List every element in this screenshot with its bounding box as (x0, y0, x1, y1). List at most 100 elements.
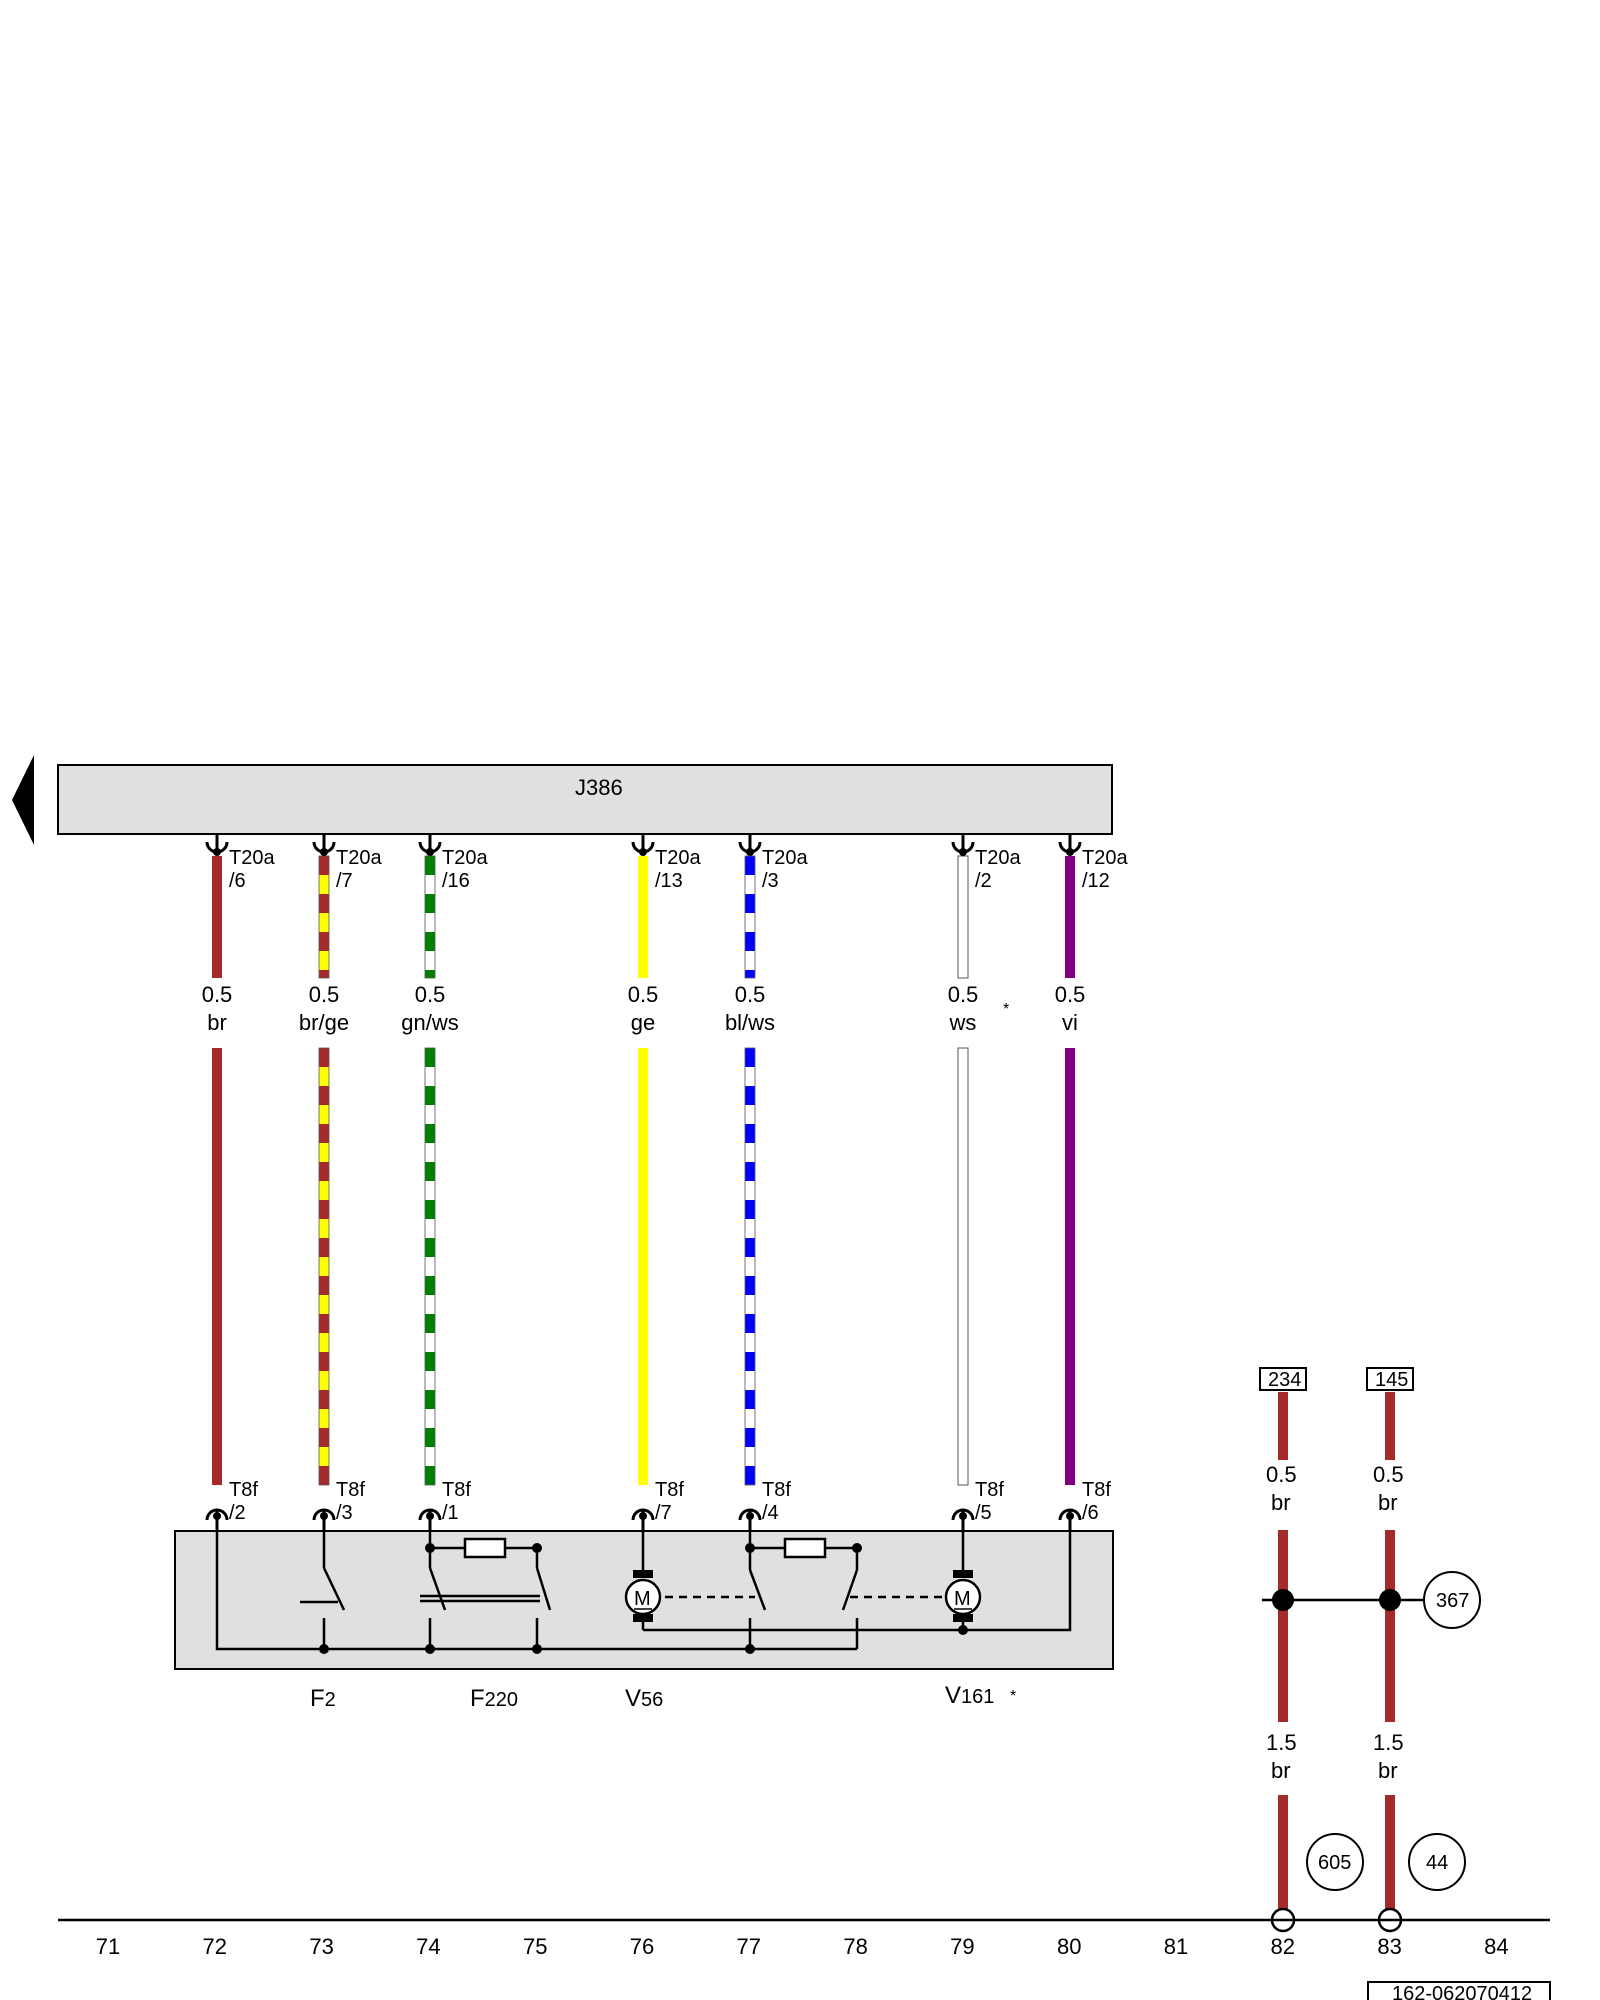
wire-size: 0.5 (309, 982, 340, 1007)
ground-branch: 234 145 0.5 br 0.5 br 1.5 br 1.5 br 367 … (1259, 1367, 1481, 1933)
top-connector-name: T20a (442, 847, 488, 869)
control-unit-j386: J386 (57, 764, 1113, 835)
wire-note: * (1003, 1001, 1009, 1018)
junction-dots (319, 1543, 968, 1654)
wire-color: br (1271, 1490, 1291, 1515)
bottom-connector-name: T8f (975, 1479, 1004, 1501)
wire-color: br (1378, 1758, 1398, 1783)
f2-switch (322, 1532, 346, 1649)
wire-size: 0.5 (415, 982, 446, 1007)
bottom-connector-name: T8f (442, 1479, 471, 1501)
document-id-box (1367, 1981, 1551, 2000)
top-connector-name: T20a (975, 847, 1021, 869)
bottom-connector-pin: /1 (442, 1502, 459, 1524)
bottom-connector-name: T8f (229, 1479, 258, 1501)
wire-size: 0.5 (1266, 1462, 1297, 1487)
wire-size: 0.5 (628, 982, 659, 1007)
track-number: 84 (1484, 1934, 1508, 1959)
wire-color: ge (631, 1010, 655, 1035)
top-connector-name: T20a (655, 847, 701, 869)
top-connector-pin: /7 (336, 870, 353, 892)
junction-ref-367-label: 367 (1436, 1590, 1469, 1612)
bottom-connector-pin: /6 (1082, 1502, 1099, 1524)
label-v161-note: * (1010, 1688, 1016, 1705)
label-f220: F220 (470, 1685, 518, 1712)
ground-ref-44-label: 44 (1426, 1852, 1448, 1874)
label-v56: V56 (625, 1685, 663, 1712)
junction-dot (1379, 1589, 1401, 1611)
top-connector-name: T20a (1082, 847, 1128, 869)
track-number: 76 (630, 1934, 654, 1959)
bottom-connector-name: T8f (1082, 1479, 1111, 1501)
bottom-connector-pin: /2 (229, 1502, 246, 1524)
switch-resistor (783, 1537, 827, 1559)
bottom-connector-pin: /7 (655, 1502, 672, 1524)
track-number: 75 (523, 1934, 547, 1959)
component-labels: F2 F220 V56 V161 * (310, 1682, 1016, 1712)
wire-size: 0.5 (1373, 1462, 1404, 1487)
wire-color: vi (1062, 1010, 1078, 1035)
track-number: 78 (843, 1934, 867, 1959)
track-number: 82 (1271, 1934, 1295, 1959)
ground-bus (215, 1532, 857, 1651)
bottom-connector-pin: /4 (762, 1502, 779, 1524)
wire-size: 0.5 (1055, 982, 1086, 1007)
track-number: 80 (1057, 1934, 1081, 1959)
bottom-connector-pin: /5 (975, 1502, 992, 1524)
wire-size: 0.5 (735, 982, 766, 1007)
top-connector-pin: /3 (762, 870, 779, 892)
ground-ref-605 (1306, 1833, 1364, 1891)
ref-box-145 (1366, 1367, 1414, 1391)
page-back-arrow-icon[interactable] (12, 755, 34, 845)
f220-actuator (420, 1594, 540, 1603)
motor-symbol: M (634, 1588, 651, 1610)
ground-ref-605-label: 605 (1318, 1852, 1351, 1874)
control-unit-label: J386 (575, 775, 623, 800)
wire-color: br/ge (299, 1010, 349, 1035)
top-connector-pin: /13 (655, 870, 683, 892)
return-bus (643, 1532, 1072, 1632)
track-number: 77 (737, 1934, 761, 1959)
top-connector-name: T20a (336, 847, 382, 869)
junction-ref-367 (1423, 1571, 1481, 1629)
track-number: 81 (1164, 1934, 1188, 1959)
top-connector-pin: /16 (442, 870, 470, 892)
top-connector-name: T20a (762, 847, 808, 869)
junction-dot (1272, 1589, 1294, 1611)
wires: T20a/6T8f/20.5brT20a/7T8f/30.5br/geT20a/… (202, 834, 1128, 1532)
label-v161: V161 (945, 1682, 994, 1709)
bottom-connector-name: T8f (655, 1479, 684, 1501)
wire-color: ws (949, 1010, 977, 1035)
label-f2: F2 (310, 1685, 336, 1712)
ref-box-234-label: 234 (1268, 1369, 1301, 1391)
top-connector-pin: /6 (229, 870, 246, 892)
document-id: 162-062070412 (1392, 1983, 1532, 2000)
track-number: 83 (1377, 1934, 1401, 1959)
wire-color: gn/ws (401, 1010, 458, 1035)
track-number: 74 (416, 1934, 440, 1959)
wire-size: 1.5 (1266, 1730, 1297, 1755)
bottom-connector-name: T8f (336, 1479, 365, 1501)
wire-color: br (207, 1010, 227, 1035)
ground-ref-44 (1408, 1833, 1466, 1891)
motor-v56: M (624, 1570, 662, 1622)
bottom-connector-pin: /3 (336, 1502, 353, 1524)
motor-v161: M (944, 1570, 982, 1622)
bottom-connector-name: T8f (762, 1479, 791, 1501)
track-number: 73 (309, 1934, 333, 1959)
wire-color: bl/ws (725, 1010, 775, 1035)
top-connector-pin: /2 (975, 870, 992, 892)
motor-symbol: M (954, 1588, 971, 1610)
wire-size: 1.5 (1373, 1730, 1404, 1755)
track-number: 71 (96, 1934, 120, 1959)
wire-color: br (1271, 1758, 1291, 1783)
ref-box-145-label: 145 (1375, 1369, 1408, 1391)
